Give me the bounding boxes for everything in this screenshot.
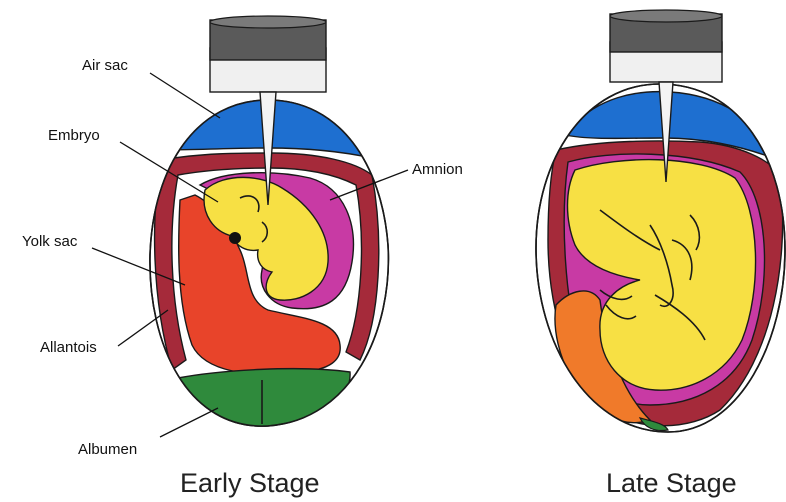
label-albumen: Albumen bbox=[78, 441, 137, 458]
leader-albumen bbox=[160, 408, 218, 437]
label-amnion: Amnion bbox=[412, 161, 463, 178]
early-embryo-eye bbox=[229, 232, 241, 244]
label-allantois: Allantois bbox=[40, 339, 97, 356]
caption-late-stage: Late Stage bbox=[606, 468, 737, 498]
early-albumen bbox=[178, 369, 350, 426]
label-yolk-sac: Yolk sac bbox=[22, 233, 78, 250]
late-stage-egg bbox=[536, 84, 785, 432]
label-air-sac: Air sac bbox=[82, 57, 128, 74]
label-embryo: Embryo bbox=[48, 127, 100, 144]
leader-allantois bbox=[118, 310, 168, 346]
caption-early-stage: Early Stage bbox=[180, 468, 320, 498]
